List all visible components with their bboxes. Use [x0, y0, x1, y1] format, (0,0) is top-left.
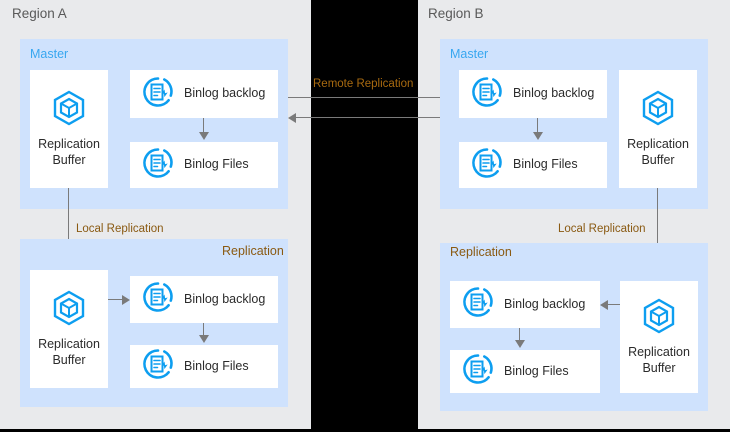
card-a-master-binlog-backlog-label: Binlog backlog [184, 86, 266, 101]
binlog-icon [462, 353, 494, 390]
connector-remote-replication-reverse [296, 117, 456, 119]
card-b-master-binlog-files-label: Binlog Files [513, 157, 578, 172]
connector-remote-replication-forward [288, 97, 448, 99]
connector-a-local-replication [68, 188, 70, 266]
binlog-icon [471, 147, 503, 184]
arrowhead-b-repl-backlog-to-files [515, 340, 525, 348]
binlog-icon [471, 76, 503, 113]
binlog-icon [142, 76, 174, 113]
connector-b-repl-backlog-to-files [519, 328, 521, 342]
card-a-master-binlog-backlog[interactable]: Binlog backlog [130, 70, 278, 118]
replication-buffer-icon [52, 290, 86, 331]
connector-a-repl-backlog-to-files [203, 323, 205, 337]
card-a-repl-binlog-backlog-label: Binlog backlog [184, 291, 266, 306]
region-a-replication-label: Replication [222, 244, 284, 258]
card-b-repl-binlog-backlog-label: Binlog backlog [504, 296, 586, 311]
card-b-master-binlog-files[interactable]: Binlog Files [459, 142, 607, 188]
card-a-master-binlog-files[interactable]: Binlog Files [130, 142, 278, 188]
arrowhead-a-master-backlog-to-files [199, 132, 209, 140]
arrowhead-b-repl-buffer-to-backlog [600, 300, 608, 310]
connector-b-repl-buffer-to-backlog [608, 304, 626, 306]
card-b-repl-binlog-backlog[interactable]: Binlog backlog [450, 281, 600, 328]
arrowhead-b-master-backlog-to-files [533, 132, 543, 140]
label-b-local-replication: Local Replication [558, 223, 646, 235]
label-a-local-replication: Local Replication [76, 223, 164, 235]
replication-buffer-icon [641, 90, 675, 131]
card-b-master-binlog-backlog[interactable]: Binlog backlog [459, 70, 607, 118]
connector-b-local-replication [657, 188, 659, 280]
binlog-icon [142, 348, 174, 385]
arrowhead-a-repl-buffer-to-backlog [122, 295, 130, 305]
arrowhead-a-repl-backlog-to-files [199, 335, 209, 343]
connector-a-repl-buffer-to-backlog [108, 299, 124, 301]
center-occlusion-band [311, 0, 418, 429]
region-a-master-label: Master [30, 47, 69, 61]
replication-buffer-icon [642, 298, 676, 339]
label-remote-replication: Remote Replication [313, 78, 414, 90]
binlog-icon [462, 286, 494, 323]
connector-b-master-backlog-to-files [537, 118, 539, 134]
replication-buffer-icon [52, 90, 86, 131]
card-b-repl-binlog-files[interactable]: Binlog Files [450, 350, 600, 393]
region-b-replication-label: Replication [450, 245, 512, 259]
connector-a-master-backlog-to-files [203, 118, 205, 134]
card-b-master-binlog-backlog-label: Binlog backlog [513, 86, 595, 101]
binlog-icon [142, 281, 174, 318]
card-a-repl-binlog-files[interactable]: Binlog Files [130, 345, 278, 388]
arrowhead-remote-replication-reverse [288, 113, 296, 123]
region-a-title: Region A [12, 6, 67, 21]
region-b-title: Region B [428, 6, 484, 21]
card-a-repl-binlog-backlog[interactable]: Binlog backlog [130, 276, 278, 323]
card-b-repl-binlog-files-label: Binlog Files [504, 363, 569, 378]
region-b-master-label: Master [450, 47, 489, 61]
card-a-master-binlog-files-label: Binlog Files [184, 157, 249, 172]
binlog-icon [142, 147, 174, 184]
card-a-repl-binlog-files-label: Binlog Files [184, 358, 249, 373]
